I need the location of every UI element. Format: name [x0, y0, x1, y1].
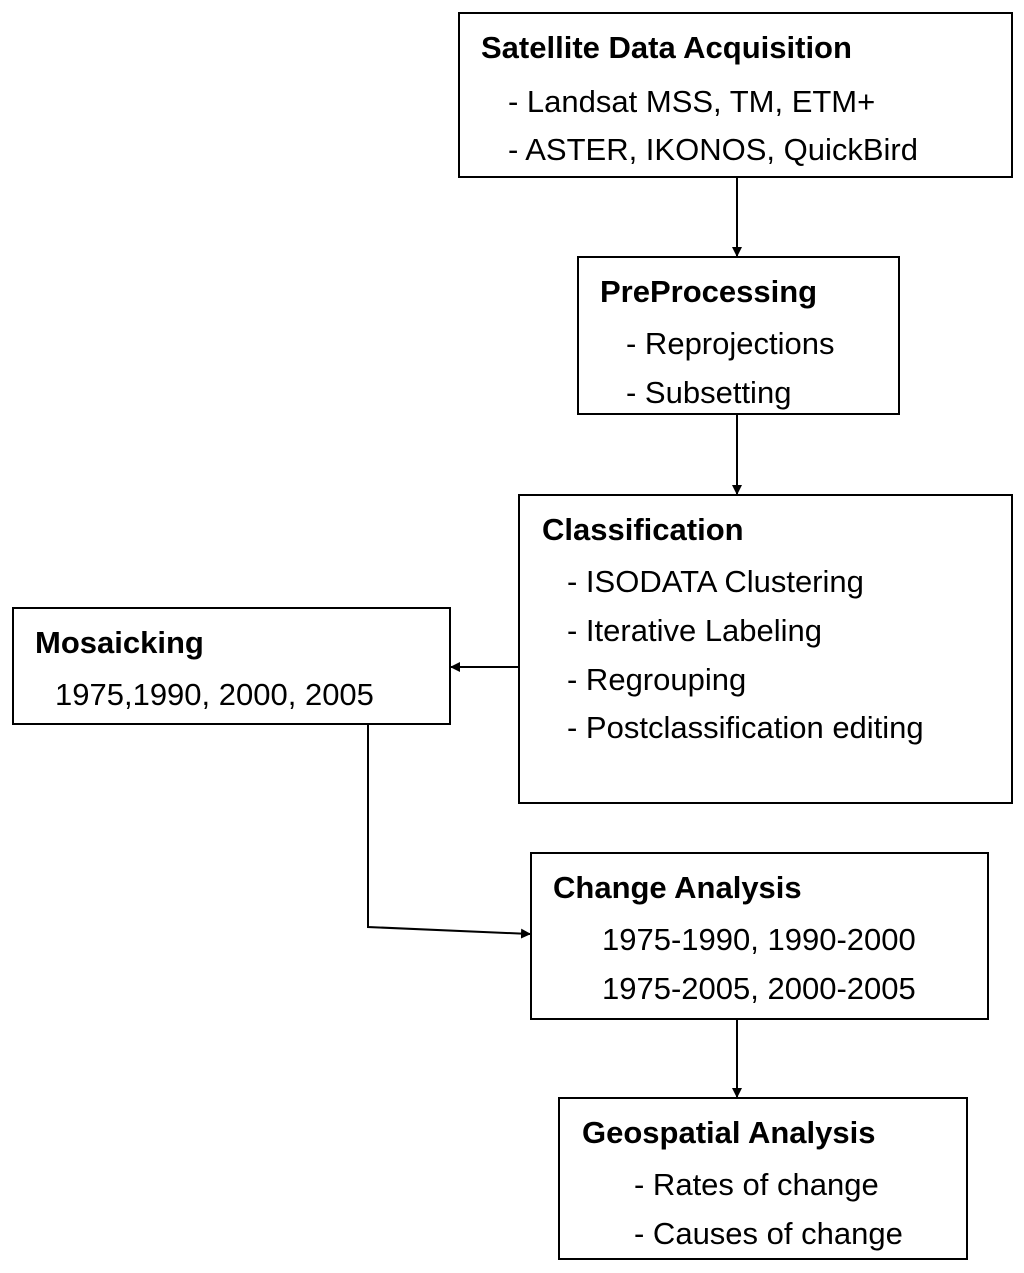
node-line: - Subsetting — [626, 375, 792, 410]
node-title: Geospatial Analysis — [582, 1115, 876, 1150]
node-title: Mosaicking — [35, 625, 204, 660]
node-title: Classification — [542, 512, 744, 547]
node-line: - Causes of change — [634, 1216, 903, 1251]
node-line: 1975-1990, 1990-2000 — [602, 922, 916, 957]
node-line: - Landsat MSS, TM, ETM+ — [508, 84, 876, 119]
node-line: - Postclassification editing — [567, 710, 924, 745]
node-satellite-data-acquisition: Satellite Data Acquisition - Landsat MSS… — [458, 12, 1013, 178]
node-geospatial-analysis: Geospatial Analysis - Rates of change - … — [558, 1097, 968, 1260]
node-line: - Rates of change — [634, 1167, 879, 1202]
node-line: - Regrouping — [567, 662, 747, 697]
node-title: Change Analysis — [553, 870, 802, 905]
node-title: PreProcessing — [600, 274, 818, 309]
node-line: - ISODATA Clustering — [567, 564, 864, 599]
node-title: Satellite Data Acquisition — [481, 30, 852, 65]
arrow-mosaicking-to-change — [367, 725, 531, 939]
node-line: - Iterative Labeling — [567, 613, 823, 648]
node-line: 1975,1990, 2000, 2005 — [55, 677, 374, 712]
node-preprocessing: PreProcessing - Reprojections - Subsetti… — [577, 256, 900, 415]
node-line: - Reprojections — [626, 326, 835, 361]
node-change-analysis: Change Analysis 1975-1990, 1990-2000 197… — [530, 852, 989, 1020]
node-mosaicking: Mosaicking 1975,1990, 2000, 2005 — [12, 607, 451, 725]
node-line: 1975-2005, 2000-2005 — [602, 971, 916, 1006]
node-classification: Classification - ISODATA Clustering - It… — [518, 494, 1013, 804]
node-line: - ASTER, IKONOS, QuickBird — [508, 132, 918, 167]
